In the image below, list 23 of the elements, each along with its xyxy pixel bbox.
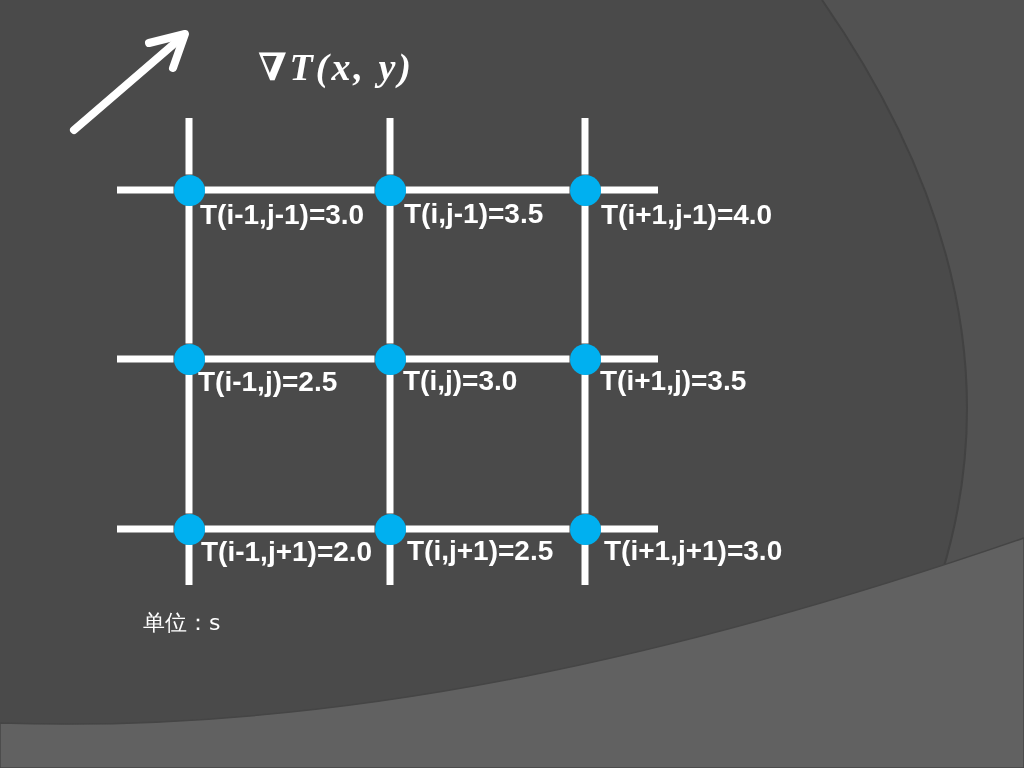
value-label: T(i-1,j-1)=3.0 <box>200 201 365 229</box>
grid-line <box>581 205 589 344</box>
grid-line <box>405 186 570 194</box>
unit-note: 单位：s <box>143 612 221 634</box>
grid-line <box>204 525 375 533</box>
value-label: T(i,j)=3.0 <box>403 367 518 395</box>
value-label: T(i-1,j)=2.5 <box>198 368 338 396</box>
formula-title: ∇T(x, y) <box>258 48 414 86</box>
grid-line <box>405 355 570 363</box>
grid-line <box>386 205 394 344</box>
grid-line <box>185 374 193 514</box>
grid-line <box>405 525 570 533</box>
value-label: T(i+1,j)=3.5 <box>600 367 747 395</box>
value-label: T(i,j+1)=2.5 <box>407 537 554 565</box>
value-label: T(i-1,j+1)=2.0 <box>201 538 373 566</box>
grid-line <box>386 374 394 514</box>
value-label: T(i+1,j+1)=3.0 <box>604 537 783 565</box>
value-label: T(i+1,j-1)=4.0 <box>601 201 773 229</box>
value-label: T(i,j-1)=3.5 <box>404 200 544 228</box>
grid-line <box>204 186 375 194</box>
grid-line <box>185 205 193 344</box>
grid-line <box>204 355 375 363</box>
grid-line <box>581 374 589 514</box>
